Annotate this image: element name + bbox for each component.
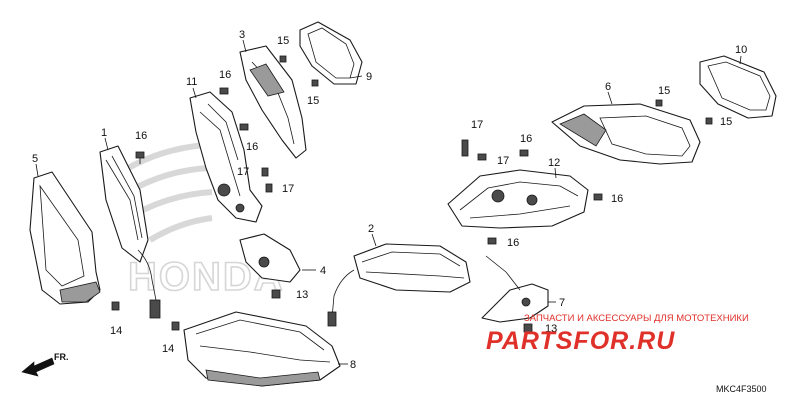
screw-15-right-b xyxy=(705,117,713,125)
front-direction-label: FR. xyxy=(54,352,69,362)
screw-15-left-b xyxy=(311,79,319,87)
bolt-16-left-a xyxy=(135,151,145,164)
callout-10: 10 xyxy=(735,44,747,56)
part-8-lower-cover xyxy=(183,311,341,387)
part-1-left-turn-signal xyxy=(99,145,161,319)
callout-16-f: 16 xyxy=(611,193,623,205)
watermark: ЗАПЧАСТИ И АКСЕССУАРЫ ДЛЯ МОТОТЕХНИКИ PA… xyxy=(486,313,749,355)
callout-11: 11 xyxy=(186,76,197,88)
watermark-site: PARTSFOR.RU xyxy=(486,327,675,355)
bolt-17-center-a xyxy=(461,139,469,157)
screw-15-right-a xyxy=(655,99,663,107)
callout-15-a: 15 xyxy=(277,35,289,47)
callout-2: 2 xyxy=(368,223,374,235)
callout-15-b: 15 xyxy=(307,95,319,107)
part-11-left-mirror-bracket xyxy=(189,91,263,223)
callout-16-d: 16 xyxy=(520,133,532,145)
callout-3: 3 xyxy=(239,29,245,41)
callout-14-left: 14 xyxy=(110,325,122,337)
callout-14-center: 14 xyxy=(162,343,174,355)
callout-17-a: 17 xyxy=(237,166,249,178)
callout-16-b: 16 xyxy=(219,69,231,81)
bolt-16-right xyxy=(593,193,603,201)
callout-17-d: 17 xyxy=(497,155,509,167)
callout-13-left: 13 xyxy=(296,289,308,301)
fasteners xyxy=(111,55,713,333)
callout-15-c: 15 xyxy=(658,85,670,97)
callout-17-c: 17 xyxy=(471,119,483,131)
part-10-right-mirror-glass xyxy=(699,55,777,119)
part-5-left-mirror-housing xyxy=(29,171,101,305)
callout-numbers: 1 2 3 4 5 6 7 8 9 10 11 12 13 13 14 14 1… xyxy=(32,29,747,371)
bolt-17-left-a xyxy=(261,167,269,177)
part-6-right-mirror-housing xyxy=(551,103,701,165)
bolt-17-left-b xyxy=(265,183,273,193)
callout-16-c: 16 xyxy=(246,141,258,153)
callout-7: 7 xyxy=(559,297,565,309)
callout-8: 8 xyxy=(350,359,356,371)
bolt-13-right xyxy=(523,323,533,333)
bolt-16-center-a xyxy=(519,149,529,157)
callout-16-e: 16 xyxy=(507,237,519,249)
front-direction-indicator: FR. xyxy=(21,352,69,377)
bolt-16-center-b xyxy=(487,237,497,245)
diagram-code: MKC4F3500 xyxy=(716,384,767,394)
callout-4: 4 xyxy=(320,265,326,277)
callout-16-a: 16 xyxy=(135,130,147,142)
bolt-16-left-b xyxy=(219,87,229,95)
callout-13-right: 13 xyxy=(545,323,557,335)
screw-15-left-a xyxy=(279,55,287,63)
callout-12: 12 xyxy=(548,157,560,169)
part-7-right-reflector xyxy=(481,255,549,323)
part-9-left-mirror-glass xyxy=(299,21,363,85)
bolt-13-left xyxy=(271,289,281,299)
callout-1: 1 xyxy=(101,127,107,139)
front-arrow-icon xyxy=(21,357,55,377)
part-4-left-reflector xyxy=(239,233,301,283)
part-12-right-mirror-bracket xyxy=(447,169,589,229)
callout-15-d: 15 xyxy=(720,116,732,128)
callout-9: 9 xyxy=(366,71,372,83)
part-2-center-turn-signal xyxy=(327,243,471,327)
bolt-14-left-b xyxy=(171,321,180,331)
callout-17-b: 17 xyxy=(282,183,294,195)
callout-6: 6 xyxy=(605,81,611,93)
watermark-tagline: ЗАПЧАСТИ И АКСЕССУАРЫ ДЛЯ МОТОТЕХНИКИ xyxy=(524,313,749,324)
part-3-left-upper-cover xyxy=(239,45,307,159)
bolt-17-center-b xyxy=(477,153,487,161)
bolt-14-left-a xyxy=(111,301,120,311)
callout-5: 5 xyxy=(32,153,38,165)
bolt-16-left-c xyxy=(239,123,249,131)
leader-lines xyxy=(35,39,742,365)
